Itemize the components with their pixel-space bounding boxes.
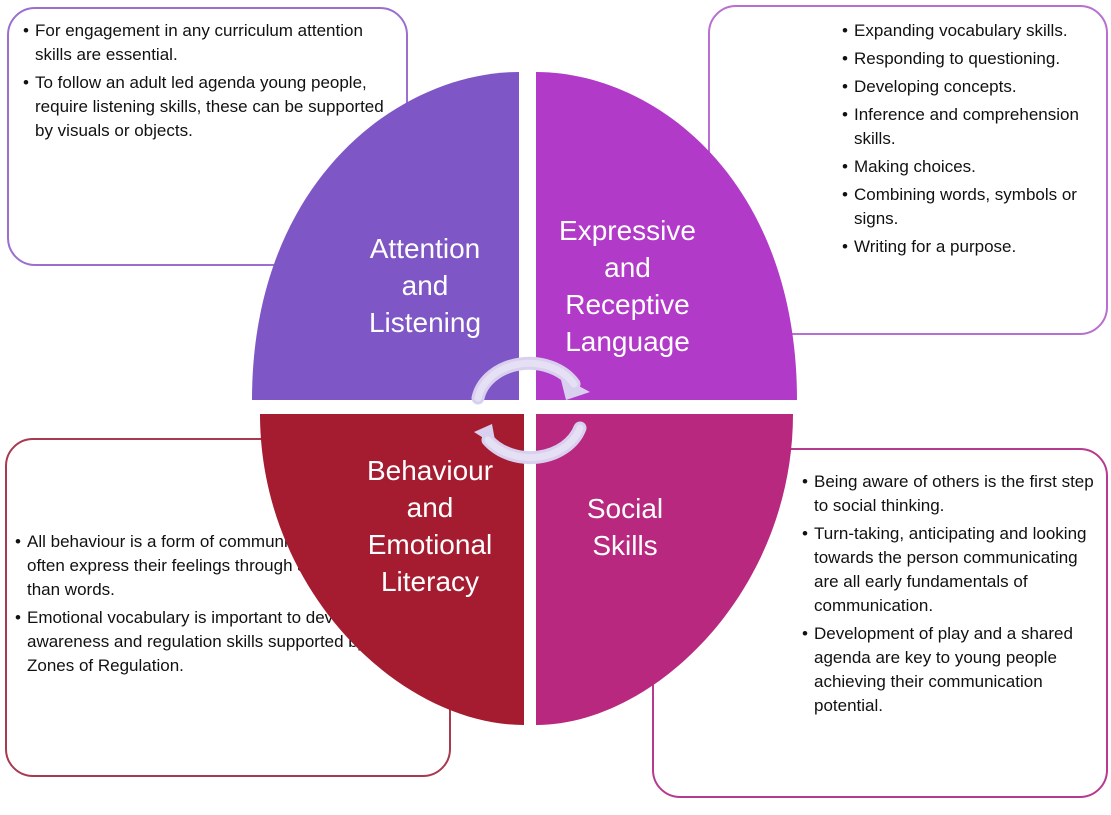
bullet-item: Expanding vocabulary skills. [842, 19, 1096, 43]
bullet-item: Writing for a purpose. [842, 235, 1096, 259]
social-skills-quadrant [536, 414, 793, 725]
attention-listening-callout: For engagement in any curriculum attenti… [7, 7, 408, 266]
expressive-receptive-label: Expressive and Receptive Language [559, 215, 696, 357]
expressive-receptive-callout: Expanding vocabulary skills. Responding … [708, 5, 1108, 335]
bullet-item: Responding to questioning. [842, 47, 1096, 71]
bullet-item: Being aware of others is the first step … [802, 470, 1096, 518]
bullet-item: Development of play and a shared agenda … [802, 622, 1096, 718]
bullet-item: Combining words, symbols or signs. [842, 183, 1096, 231]
bullet-item: Turn-taking, anticipating and looking to… [802, 522, 1096, 618]
bullet-item: Emotional vocabulary is important to dev… [15, 606, 439, 678]
expressive-receptive-quadrant [536, 72, 797, 400]
cycle-arrows-icon [471, 356, 590, 465]
attention-listening-quadrant [252, 72, 519, 400]
behaviour-emotional-label: Behaviour and Emotional Literacy [366, 455, 494, 597]
bullet-item: For engagement in any curriculum attenti… [23, 19, 386, 67]
bullet-item: Making choices. [842, 155, 1096, 179]
expressive-receptive-bullets: Expanding vocabulary skills. Responding … [842, 19, 1096, 259]
bullet-item: Inference and comprehension skills. [842, 103, 1096, 151]
bullet-item: To follow an adult led agenda young peop… [23, 71, 386, 143]
social-skills-bullets: Being aware of others is the first step … [802, 470, 1096, 718]
social-skills-label: Social Skills [586, 493, 664, 561]
behaviour-emotional-quadrant [260, 414, 524, 725]
attention-listening-bullets: For engagement in any curriculum attenti… [23, 19, 386, 143]
social-skills-callout: Being aware of others is the first step … [652, 448, 1108, 798]
bullet-item: Developing concepts. [842, 75, 1096, 99]
attention-listening-label: Attention and Listening [368, 233, 482, 338]
